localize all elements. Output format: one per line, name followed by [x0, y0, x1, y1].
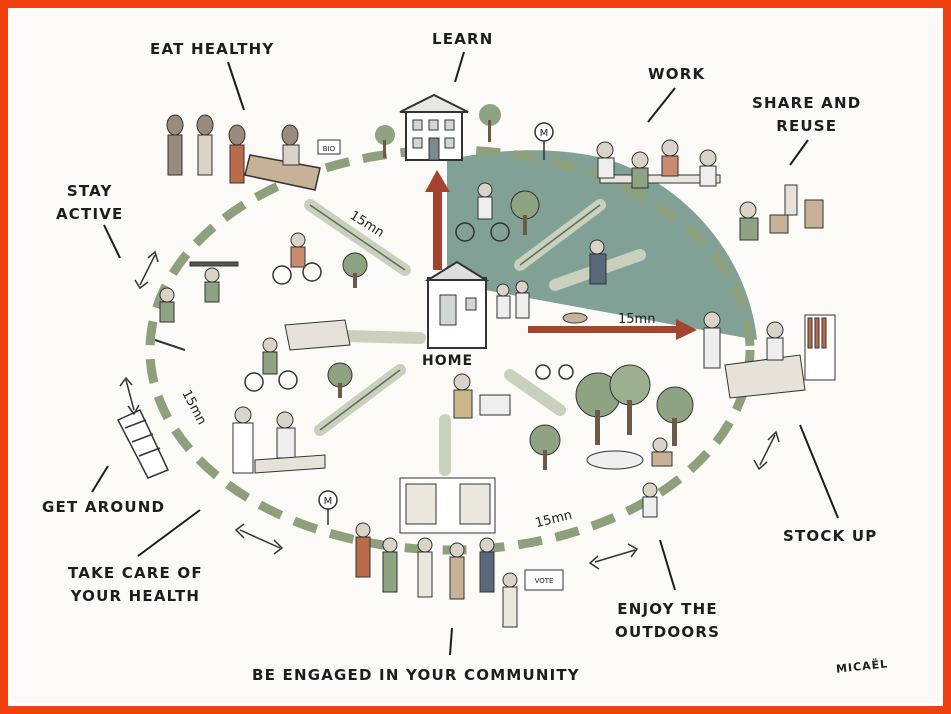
- label-leader-lines: [91, 51, 839, 656]
- label-take-care-line2: YOUR HEALTH: [70, 587, 201, 605]
- label-get-around: GET AROUND: [42, 498, 166, 516]
- repair-scene: [739, 184, 824, 241]
- label-share-line2: REUSE: [776, 117, 838, 135]
- coworking-scene: [596, 139, 721, 189]
- label-take-care-of-health: TAKE CARE OF YOUR HEALTH: [68, 562, 203, 608]
- community-crowd: [355, 477, 564, 628]
- market-stall-icon: [166, 114, 341, 191]
- distance-label-right: 15mn: [618, 312, 656, 327]
- market-table: [284, 319, 351, 351]
- metro-sign-icon: [318, 122, 554, 525]
- label-stay-line2: ACTIVE: [56, 205, 124, 223]
- label-be-engaged: BE ENGAGED IN YOUR COMMUNITY: [252, 666, 580, 684]
- home-building-icon: [424, 260, 490, 349]
- label-stay-active: STAY ACTIVE: [56, 180, 124, 226]
- fitness-people: [154, 261, 239, 351]
- school-building-icon: [375, 93, 501, 161]
- label-home: HOME: [422, 353, 474, 369]
- label-enjoy-outdoors: ENJOY THE OUTDOORS: [615, 598, 720, 644]
- label-work: WORK: [648, 65, 706, 83]
- cyclists: [262, 182, 493, 375]
- picnic-people: [586, 437, 673, 518]
- park-trees: [327, 190, 694, 470]
- shop-scene: [703, 311, 836, 399]
- stairway-icon: [116, 409, 170, 479]
- label-share-line1: SHARE AND: [752, 94, 862, 112]
- gardener: [453, 373, 511, 419]
- label-enjoy-line2: OUTDOORS: [615, 623, 721, 641]
- label-stay-line1: STAY: [66, 182, 113, 200]
- label-stock-up: STOCK UP: [783, 527, 878, 545]
- distance-arrows: [425, 170, 697, 340]
- bicycles: [244, 222, 574, 392]
- vote-box-label: VOTE: [535, 577, 554, 585]
- label-share-and-reuse: SHARE AND REUSE: [752, 92, 861, 138]
- label-take-care-line1: TAKE CARE OF: [68, 564, 203, 582]
- metro-sign-bottom-label: M: [324, 496, 333, 507]
- label-eat-healthy: EAT HEALTHY: [150, 40, 275, 58]
- doctor-scene: [232, 406, 326, 474]
- metro-sign-top-label: M: [540, 128, 549, 139]
- label-learn: LEARN: [432, 30, 494, 48]
- double-arrow-icon: [119, 250, 780, 570]
- bio-sign-text: BIO: [323, 145, 336, 153]
- label-enjoy-line1: ENJOY THE: [617, 600, 718, 618]
- families-in-park: [496, 239, 607, 324]
